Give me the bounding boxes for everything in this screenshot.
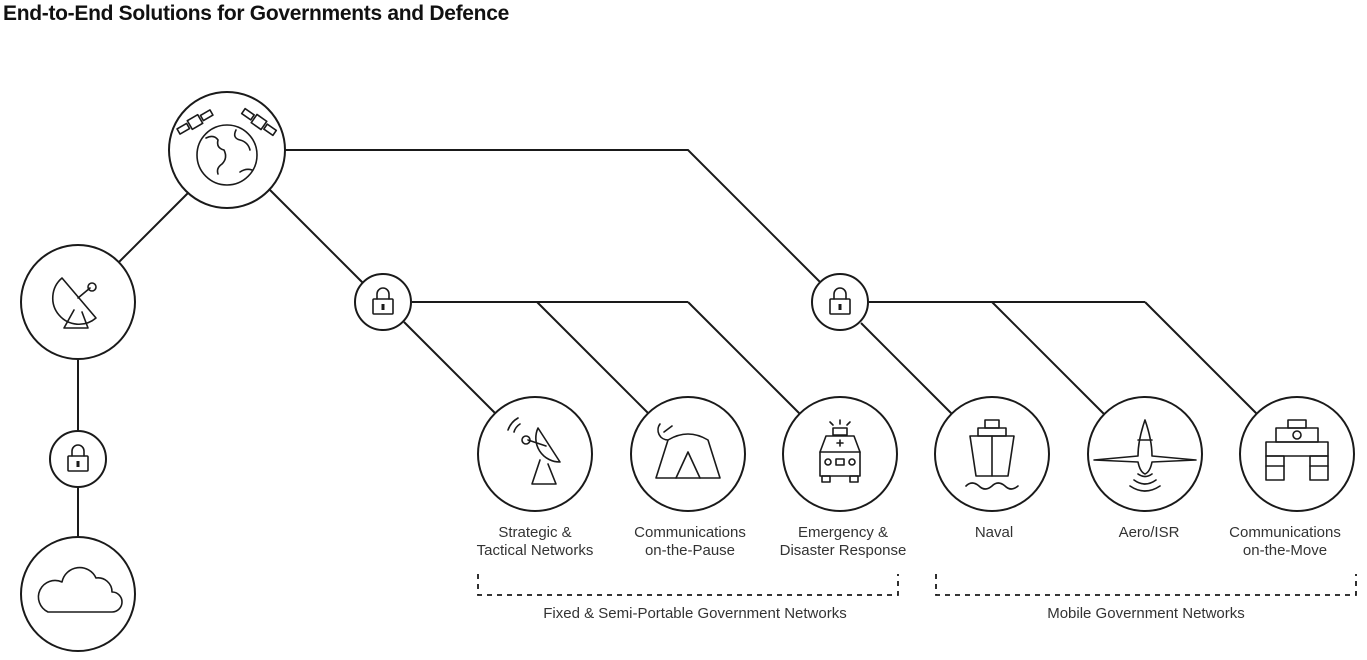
lock-node-fixed bbox=[354, 273, 412, 331]
tactical-dish-icon bbox=[507, 417, 561, 485]
app-node-emergency bbox=[782, 396, 898, 512]
aircraft-icon bbox=[1093, 419, 1197, 492]
app-node-move bbox=[1239, 396, 1355, 512]
group-label-mobile: Mobile Government Networks bbox=[1047, 605, 1245, 622]
mobile-group-bracket bbox=[935, 574, 1357, 596]
cloud-icon bbox=[37, 566, 123, 613]
label-move: Communications on-the-Move bbox=[1229, 524, 1341, 559]
satellite-globe-icon bbox=[176, 107, 278, 186]
vehicle-icon bbox=[1265, 419, 1329, 481]
group-label-fixed: Fixed & Semi-Portable Government Network… bbox=[543, 605, 847, 622]
page-title: End-to-End Solutions for Governments and… bbox=[3, 2, 509, 25]
connection-lines bbox=[77, 149, 1259, 538]
app-node-strategic bbox=[477, 396, 593, 512]
ground-dish-node bbox=[20, 244, 136, 360]
lock-node-left bbox=[49, 430, 107, 488]
label-pause: Communications on-the-Pause bbox=[634, 524, 746, 559]
app-node-aero bbox=[1087, 396, 1203, 512]
app-node-naval bbox=[934, 396, 1050, 512]
cloud-node bbox=[20, 536, 136, 652]
lock-node-mobile bbox=[811, 273, 869, 331]
fixed-group-bracket bbox=[477, 574, 899, 596]
ambulance-icon bbox=[819, 419, 861, 483]
satellite-globe-node bbox=[168, 91, 286, 209]
label-emergency: Emergency & Disaster Response bbox=[779, 524, 907, 559]
label-strategic: Strategic & Tactical Networks bbox=[476, 524, 594, 559]
label-aero: Aero/ISR bbox=[1118, 524, 1180, 541]
ship-icon bbox=[965, 419, 1019, 490]
app-node-pause bbox=[630, 396, 746, 512]
satellite-dish-icon bbox=[52, 277, 97, 329]
label-naval: Naval bbox=[974, 524, 1014, 541]
tent-icon bbox=[655, 423, 721, 479]
